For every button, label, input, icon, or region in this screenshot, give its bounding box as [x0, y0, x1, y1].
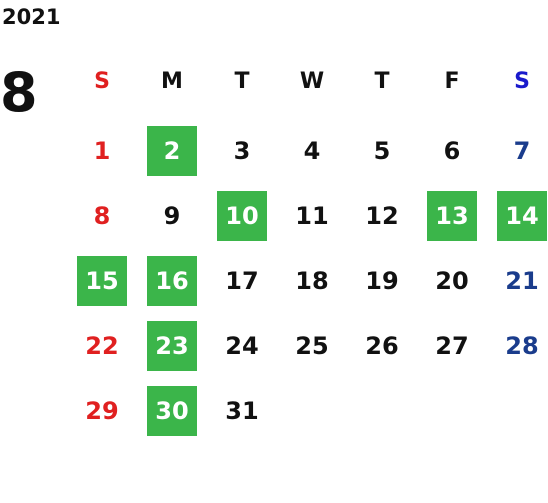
weekday-header: S [514, 68, 530, 94]
weekday-header: T [234, 68, 250, 94]
day-cell-25[interactable]: 25 [295, 332, 329, 360]
month-number: 8 [0, 61, 38, 124]
day-cell-19[interactable]: 19 [365, 267, 399, 295]
day-cell-21[interactable]: 21 [505, 267, 539, 295]
weekday-header: F [444, 68, 460, 94]
weekday-header: W [299, 68, 325, 94]
day-cell-10[interactable]: 10 [217, 191, 267, 241]
day-cell-26[interactable]: 26 [365, 332, 399, 360]
day-cell-20[interactable]: 20 [435, 267, 469, 295]
day-cell-27[interactable]: 27 [435, 332, 469, 360]
day-cell-28[interactable]: 28 [505, 332, 539, 360]
day-cell-9[interactable]: 9 [163, 202, 181, 230]
day-cell-5[interactable]: 5 [373, 137, 391, 165]
day-cell-13[interactable]: 13 [427, 191, 477, 241]
year-label: 2021 [2, 5, 61, 29]
day-cell-7[interactable]: 7 [513, 137, 531, 165]
day-cell-31[interactable]: 31 [225, 397, 259, 425]
day-cell-16[interactable]: 16 [147, 256, 197, 306]
day-cell-6[interactable]: 6 [443, 137, 461, 165]
day-cell-24[interactable]: 24 [225, 332, 259, 360]
day-cell-4[interactable]: 4 [303, 137, 321, 165]
day-cell-18[interactable]: 18 [295, 267, 329, 295]
weekday-header: M [161, 68, 183, 94]
day-cell-3[interactable]: 3 [233, 137, 251, 165]
day-cell-1[interactable]: 1 [93, 137, 111, 165]
day-cell-15[interactable]: 15 [77, 256, 127, 306]
day-cell-30[interactable]: 30 [147, 386, 197, 436]
day-cell-2[interactable]: 2 [147, 126, 197, 176]
day-cell-17[interactable]: 17 [225, 267, 259, 295]
day-cell-14[interactable]: 14 [497, 191, 547, 241]
weekday-header: S [94, 68, 110, 94]
day-cell-8[interactable]: 8 [93, 202, 111, 230]
day-cell-23[interactable]: 23 [147, 321, 197, 371]
day-cell-22[interactable]: 22 [85, 332, 119, 360]
weekday-header: T [374, 68, 390, 94]
day-cell-11[interactable]: 11 [295, 202, 329, 230]
day-cell-29[interactable]: 29 [85, 397, 119, 425]
day-cell-12[interactable]: 12 [365, 202, 399, 230]
